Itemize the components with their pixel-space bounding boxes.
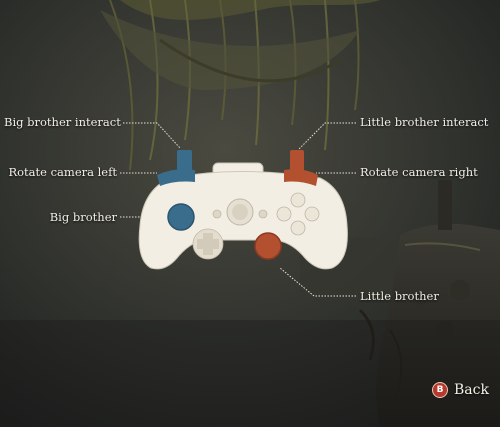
gamepad-illustration — [138, 162, 348, 270]
big-brother-label: Big brother — [49, 210, 117, 224]
willow-tree — [100, 0, 380, 171]
big-brother-highlights — [157, 150, 195, 231]
back-label: Back — [454, 382, 489, 398]
little-brother-interact-label: Little brother interact — [360, 115, 489, 129]
little-brother-label: Little brother — [360, 289, 439, 303]
b-button-icon: B — [432, 382, 448, 398]
big-brother-interact-label: Big brother interact — [4, 115, 121, 129]
little-brother-highlights — [254, 150, 318, 260]
back-button[interactable]: B Back — [432, 380, 489, 400]
rotate-camera-right-label: Rotate camera right — [360, 165, 478, 179]
rotate-camera-left-label: Rotate camera left — [8, 165, 117, 179]
cliff — [358, 180, 500, 427]
